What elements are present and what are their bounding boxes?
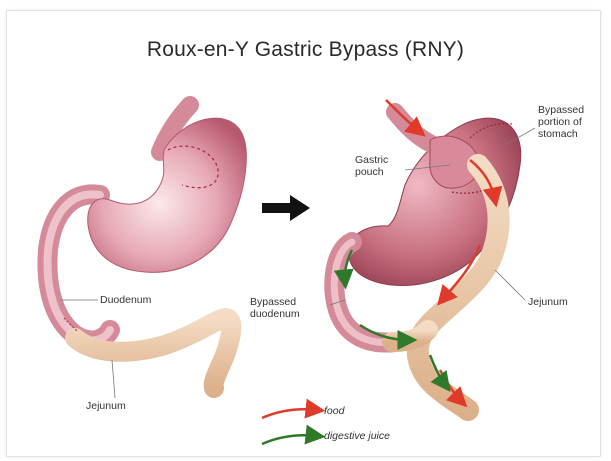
label-duodenum: Duodenum xyxy=(100,294,151,306)
label-bypassed-stomach: Bypassed portion of stomach xyxy=(538,104,584,140)
label-bypassed-duodenum: Bypassed duodenum xyxy=(250,296,300,320)
leader-jejunum-right xyxy=(495,270,525,300)
transition-arrow xyxy=(262,195,310,221)
leader-jejunum-left xyxy=(112,360,115,398)
legend-food-label: food xyxy=(324,405,344,417)
label-jejunum-right: Jejunum xyxy=(528,296,568,308)
legend-food-arrow xyxy=(262,409,318,418)
normal-jejunum-shape xyxy=(75,318,231,388)
legend-juice-arrow xyxy=(262,435,318,444)
label-jejunum-left: Jejunum xyxy=(86,400,126,412)
legend-juice-label: digestive juice xyxy=(324,430,390,442)
bypass-anatomy-group xyxy=(330,100,535,410)
label-gastric-pouch: Gastric pouch xyxy=(355,154,388,178)
normal-stomach-group xyxy=(47,105,246,388)
